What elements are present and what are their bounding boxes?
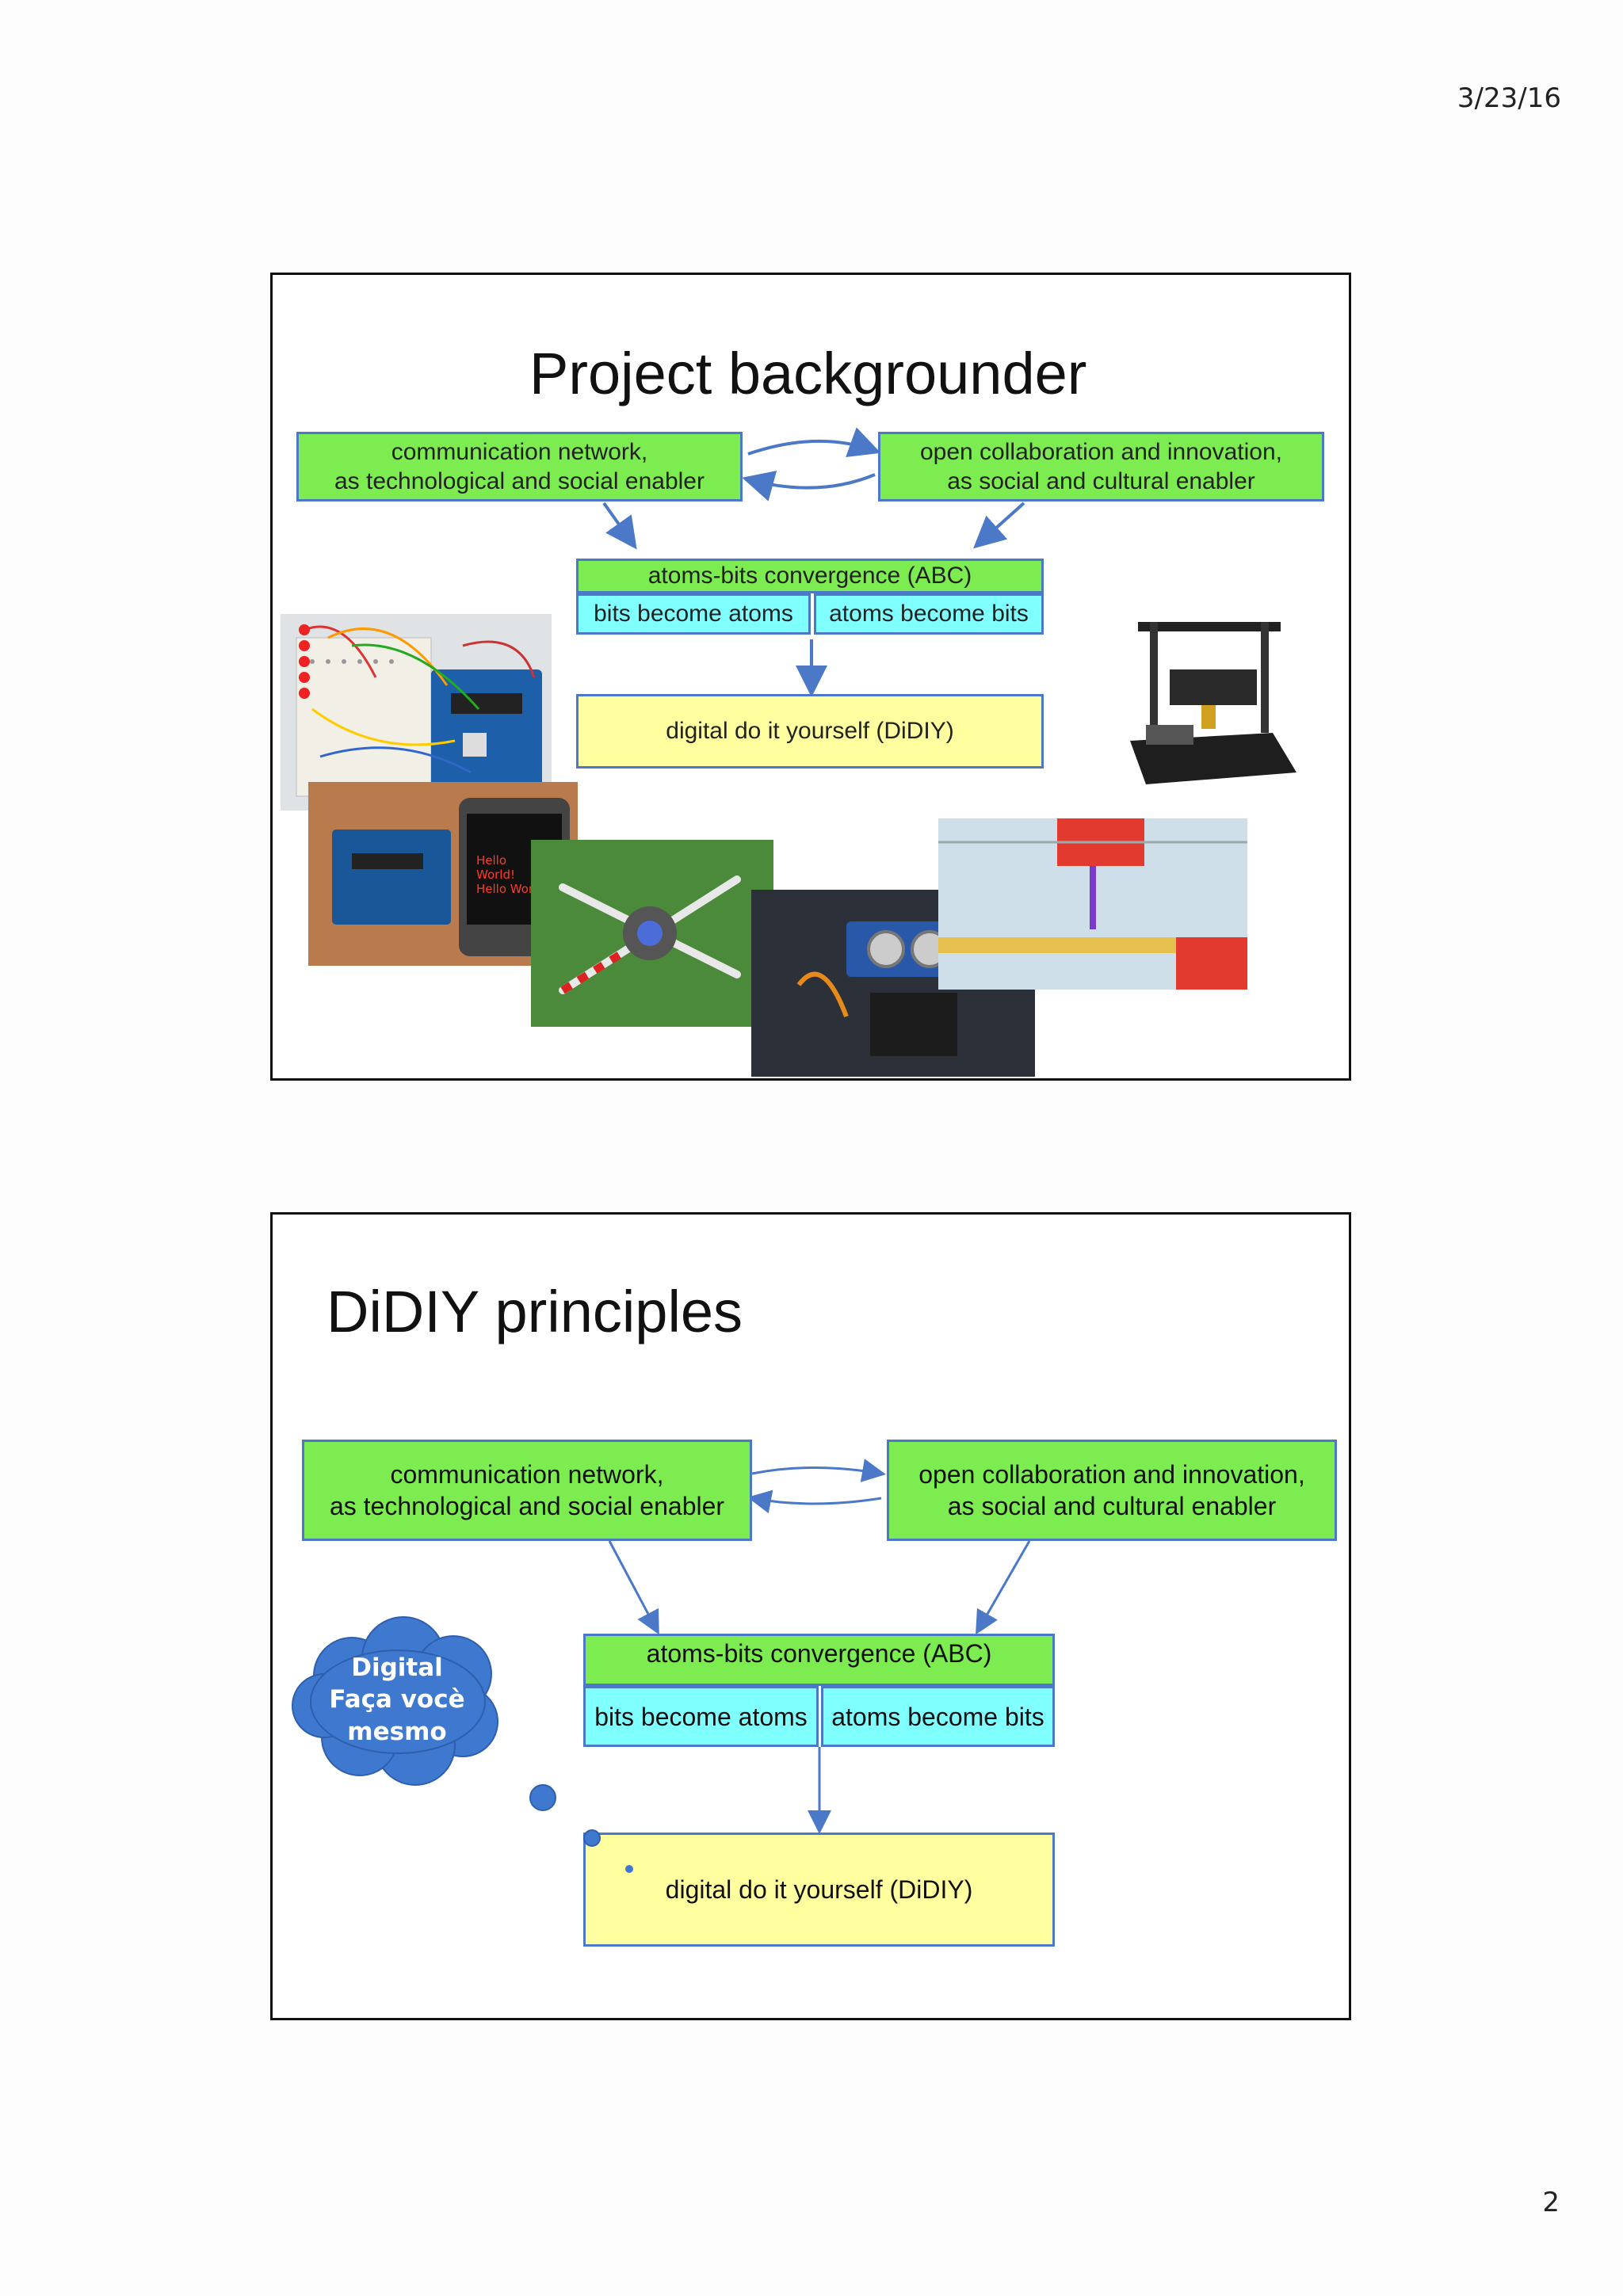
didiy-box: digital do it yourself (DiDIY) (583, 1833, 1055, 1947)
arduino-breadboard-photo (281, 614, 552, 810)
network-box-line1: communication network, (390, 1460, 664, 1489)
cloud-line2: Faça vocè (329, 1685, 465, 1714)
slide-title: DiDIY principles (327, 1279, 743, 1344)
page-date: 3/23/16 (1457, 82, 1561, 114)
atoms-become-bits-box: atoms become bits (814, 593, 1044, 635)
didiy-box: digital do it yourself (DiDIY) (576, 694, 1044, 769)
bits-become-atoms-box: bits become atoms (583, 1686, 819, 1747)
cloud-line3: mesmo (347, 1717, 447, 1746)
phone-text-line2: World! (476, 868, 515, 882)
collab-box-line2: as social and cultural enabler (947, 1492, 1277, 1520)
3d-printer-closeup-photo (938, 818, 1247, 990)
3d-printer-photo (1114, 614, 1304, 812)
phone-text-line3: Hello World! (476, 882, 549, 896)
collab-box-line1: open collaboration and innovation, (919, 438, 1283, 465)
network-box-line2: as technological and social enabler (334, 468, 705, 494)
atoms-become-bits-box: atoms become bits (821, 1686, 1055, 1747)
network-enabler-box: communication network, as technological … (296, 432, 743, 502)
collaboration-enabler-box: open collaboration and innovation, as so… (887, 1440, 1337, 1541)
network-box-line1: communication network, (391, 438, 648, 465)
slide-project-backgrounder: Project backgrounder communication netwo… (270, 273, 1351, 1081)
cloud-line1: Digital (351, 1653, 443, 1682)
collaboration-enabler-box: open collaboration and innovation, as so… (878, 432, 1324, 502)
collab-box-line1: open collaboration and innovation, (918, 1460, 1305, 1489)
slide1-arrows (602, 427, 1025, 697)
network-enabler-box: communication network, as technological … (302, 1440, 752, 1541)
slide2-arrows (608, 1459, 1031, 1834)
abc-box: atoms-bits convergence (ABC) (576, 559, 1044, 593)
cloud-text: Digital Faça vocè mesmo (314, 1652, 480, 1748)
abc-box: atoms-bits convergence (ABC) (583, 1634, 1055, 1686)
page-number: 2 (1542, 2187, 1560, 2218)
phone-text-line1: Hello (476, 853, 507, 868)
slide-title: Project backgrounder (529, 341, 1087, 406)
collab-box-line2: as social and cultural enabler (947, 468, 1255, 494)
network-box-line2: as technological and social enabler (329, 1492, 725, 1520)
quadcopter-photo (531, 840, 773, 1027)
thought-cloud (292, 1616, 633, 1873)
bits-become-atoms-box: bits become atoms (576, 593, 811, 635)
slide-didiy-principles: DiDIY principles communication network, … (270, 1212, 1351, 2020)
